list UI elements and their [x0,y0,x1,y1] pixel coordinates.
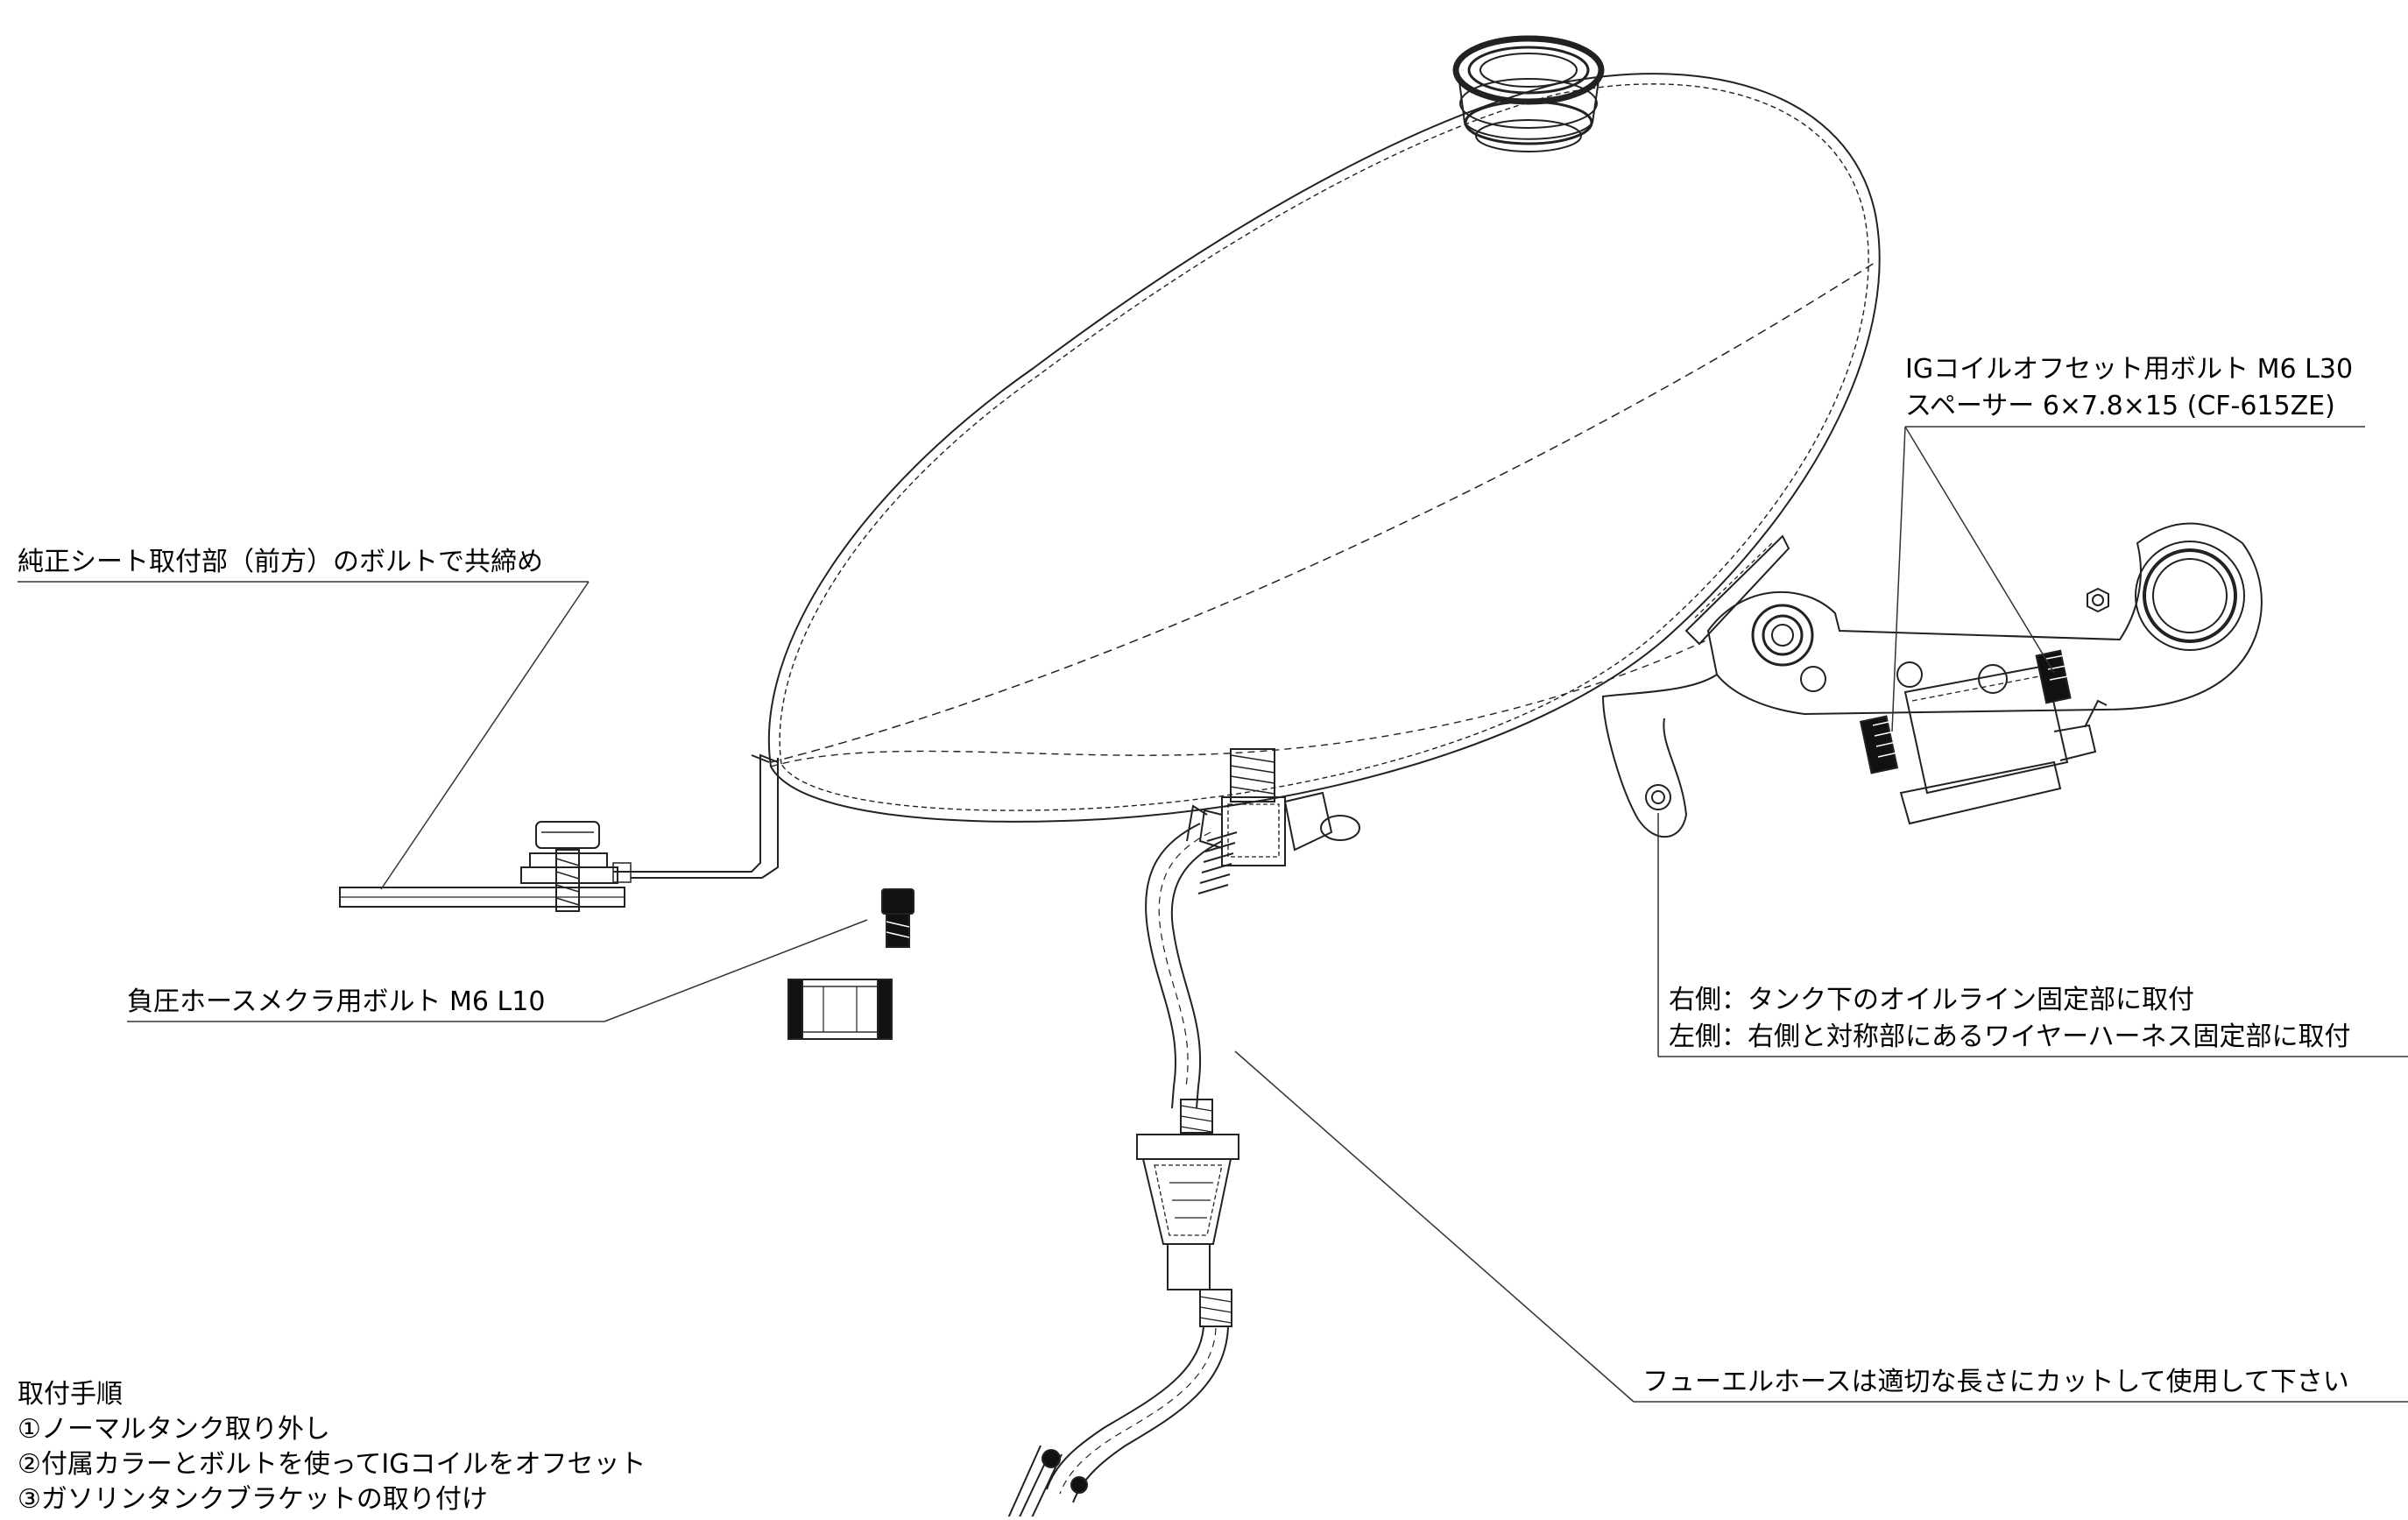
procedure-block: 取付手順 ①ノーマルタンク取り外し ②付属カラーとボルトを使ってIGコイルをオフ… [18,1377,646,1517]
front-bracket [339,758,779,912]
fuel-filter [1136,1134,1239,1327]
procedure-step-3: ③ガソリンタンクブラケットの取り付け [18,1484,488,1515]
collar [787,979,893,1040]
procedure-step-2: ②付属カラーとボルトを使ってIGコイルをオフセット [18,1449,646,1480]
spacer-callout: スペーサー 6×7.8×15 (CF-615ZE) [1905,391,2335,421]
fuel-hose-leader [1234,1050,1635,1403]
vacuum-bolt-leader [604,919,868,1022]
procedure-title: 取付手順 [18,1379,123,1410]
leader-lines [18,426,2408,1403]
fuel-hose-upper [1145,823,1238,1134]
seat-bolt-callout: 純正シート取付部（前方）のボルトで共締め [18,547,543,577]
left-side-callout: 左側：右側と対称部にあるワイヤーハーネス固定部に取付 [1669,1022,2351,1052]
ig-bolt-leader-2 [1904,426,2055,674]
fuel-tank [613,35,1881,873]
seat-bolt-leader [380,581,590,890]
right-side-callout: 右側：タンク下のオイルライン固定部に取付 [1669,985,2194,1015]
ig-coil [1859,649,2108,825]
fuel-cock [1186,748,1360,866]
ig-bolt-callout: IGコイルオフセット用ボルト M6 L30 [1905,354,2354,385]
fuel-hose-lower [1006,1326,1229,1520]
fuel-hose-callout: フューエルホースは適切な長さにカットして使用して下さい [1642,1367,2349,1397]
rear-bracket [1601,522,2263,838]
procedure-step-1: ①ノーマルタンク取り外し [18,1414,330,1445]
ig-bolt-leader-1 [1891,426,1906,732]
vacuum-bolt-callout: 負圧ホースメクラ用ボルト M6 L10 [127,986,546,1017]
vacuum-cap-bolt [881,888,914,948]
